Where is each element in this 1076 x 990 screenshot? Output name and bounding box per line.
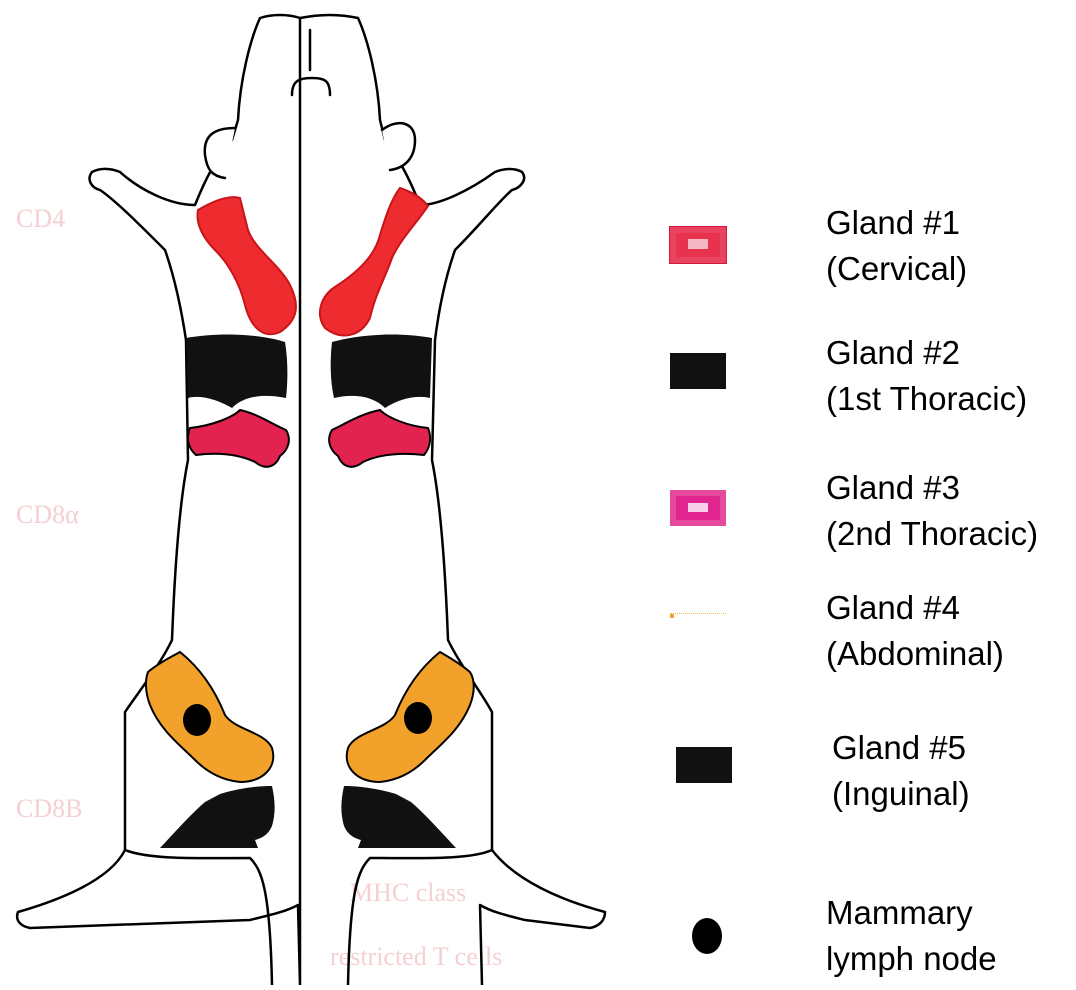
lymph-node-right (404, 702, 432, 734)
gland2-name: Gland #2 (826, 330, 1027, 376)
gland2-right (331, 335, 432, 408)
mouse-upper-body (17, 15, 605, 985)
legend-item-gland5: Gland #5 (Inguinal) (640, 725, 1076, 825)
gland4-swatch (670, 613, 726, 644)
legend-item-gland1: Gland #1 (Cervical) (640, 200, 1076, 300)
gland1-swatch (670, 227, 726, 263)
gland4-subtitle: (Abdominal) (826, 631, 1004, 677)
gland3-name: Gland #3 (826, 465, 1038, 511)
gland3-swatch (670, 490, 726, 526)
gland3-subtitle: (2nd Thoracic) (826, 511, 1038, 557)
legend-item-gland3: Gland #3 (2nd Thoracic) (640, 465, 1076, 565)
legend: Gland #1 (Cervical) Gland #2 (1st Thorac… (640, 180, 1076, 980)
lymph-node-left (183, 704, 211, 736)
gland2-subtitle: (1st Thoracic) (826, 376, 1027, 422)
lymph-node-name: Mammary (826, 890, 997, 936)
legend-item-lymph-node: Mammary lymph node (640, 890, 1076, 990)
legend-item-gland2: Gland #2 (1st Thoracic) (640, 330, 1076, 430)
gland2-swatch (670, 353, 726, 389)
gland5-right (341, 786, 456, 848)
gland5-name: Gland #5 (832, 725, 970, 771)
legend-item-gland4: Gland #4 (Abdominal) (640, 585, 1076, 685)
gland5-subtitle: (Inguinal) (832, 771, 970, 817)
gland1-name: Gland #1 (826, 200, 967, 246)
gland1-subtitle: (Cervical) (826, 246, 967, 292)
gland5-swatch (676, 747, 732, 783)
mouse-body-outline (17, 15, 605, 985)
lymph-node-subtitle: lymph node (826, 936, 997, 982)
lymph-node-marker (692, 918, 722, 954)
gland4-name: Gland #4 (826, 585, 1004, 631)
